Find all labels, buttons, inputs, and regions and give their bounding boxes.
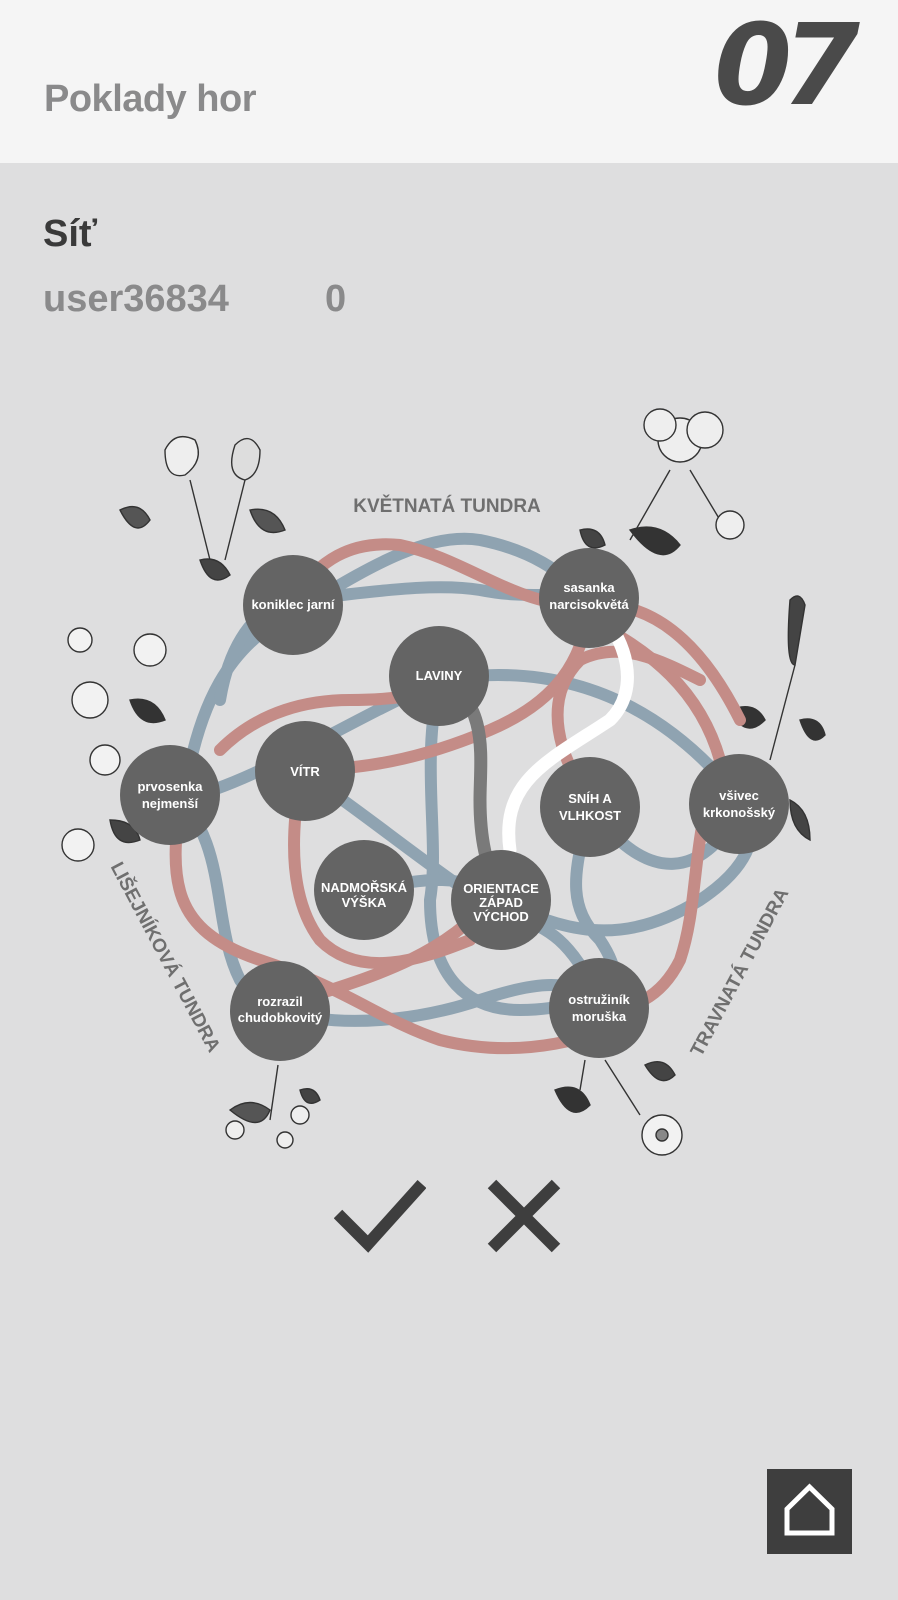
node-label: ostružiník bbox=[568, 992, 630, 1007]
node-prvosenka[interactable]: prvosenka nejmenší bbox=[120, 745, 220, 845]
flower-illustration-rozrazil bbox=[225, 1064, 321, 1149]
node-koniklec[interactable]: koniklec jarní bbox=[243, 555, 343, 655]
node-vitr[interactable]: VÍTR bbox=[255, 721, 355, 821]
node-label: VÝŠKA bbox=[342, 895, 387, 910]
node-label: NADMOŘSKÁ bbox=[321, 880, 408, 895]
zone-label-left: LIŠEJNÍKOVÁ TUNDRA bbox=[106, 858, 225, 1056]
selected-path[interactable] bbox=[502, 593, 634, 857]
node-vsivec[interactable]: všivec krkonošský bbox=[689, 754, 789, 854]
section-title: Síť bbox=[43, 213, 98, 255]
node-snih[interactable]: SNÍH A VLHKOST bbox=[540, 757, 640, 857]
home-icon bbox=[784, 1483, 835, 1536]
node-label: prvosenka bbox=[137, 779, 203, 794]
node-label: koniklec jarní bbox=[251, 597, 334, 612]
node-label: chudobkovitý bbox=[238, 1010, 323, 1025]
node-label: SNÍH A bbox=[568, 791, 612, 806]
node-label: moruška bbox=[572, 1009, 627, 1024]
node-label: sasanka bbox=[563, 580, 615, 595]
node-label: narcisokvětá bbox=[549, 597, 629, 612]
checkmark-icon bbox=[333, 1179, 427, 1253]
home-button[interactable] bbox=[767, 1469, 852, 1554]
network-puzzle: KVĚTNATÁ TUNDRA LIŠEJNÍKOVÁ TUNDRA TRAVN… bbox=[61, 408, 826, 1156]
cancel-button[interactable] bbox=[478, 1178, 570, 1254]
node-label: všivec bbox=[719, 788, 759, 803]
confirm-button[interactable] bbox=[333, 1178, 427, 1254]
node-orientace[interactable]: ORIENTACE ZÁPAD VÝCHOD bbox=[451, 850, 551, 950]
cross-icon bbox=[487, 1179, 561, 1253]
user-name: user36834 bbox=[43, 278, 229, 320]
node-label: VÝCHOD bbox=[473, 909, 529, 924]
node-sasanka[interactable]: sasanka narcisokvětá bbox=[539, 548, 639, 648]
node-label: ZÁPAD bbox=[479, 895, 523, 910]
node-laviny[interactable]: LAVINY bbox=[389, 626, 489, 726]
flower-illustrations bbox=[61, 408, 826, 1156]
flower-illustration-sasanka bbox=[579, 408, 745, 556]
node-nadmorska[interactable]: NADMOŘSKÁ VÝŠKA bbox=[314, 840, 414, 940]
node-ostruzinik[interactable]: ostružiník moruška bbox=[549, 958, 649, 1058]
flower-illustration-prvosenka bbox=[61, 627, 167, 862]
chapter-number: 07 bbox=[714, 1, 860, 131]
zone-label-right: TRAVNATÁ TUNDRA bbox=[686, 884, 793, 1060]
node-label: ORIENTACE bbox=[463, 881, 539, 896]
zone-label-top: KVĚTNATÁ TUNDRA bbox=[353, 495, 541, 517]
node-label: VÍTR bbox=[290, 764, 320, 779]
header-bar: Poklady hor 07 bbox=[0, 0, 898, 163]
app-title: Poklady hor bbox=[44, 78, 257, 120]
flower-illustration-ostruzinik bbox=[554, 1059, 683, 1156]
user-score: 0 bbox=[325, 278, 347, 320]
flower-illustration-koniklec bbox=[119, 436, 286, 581]
node-label: LAVINY bbox=[416, 668, 463, 683]
node-rozrazil[interactable]: rozrazil chudobkovitý bbox=[230, 961, 330, 1061]
node-label: nejmenší bbox=[142, 796, 199, 811]
node-label: VLHKOST bbox=[559, 808, 621, 823]
node-label: rozrazil bbox=[257, 994, 303, 1009]
node-label: krkonošský bbox=[703, 805, 776, 820]
